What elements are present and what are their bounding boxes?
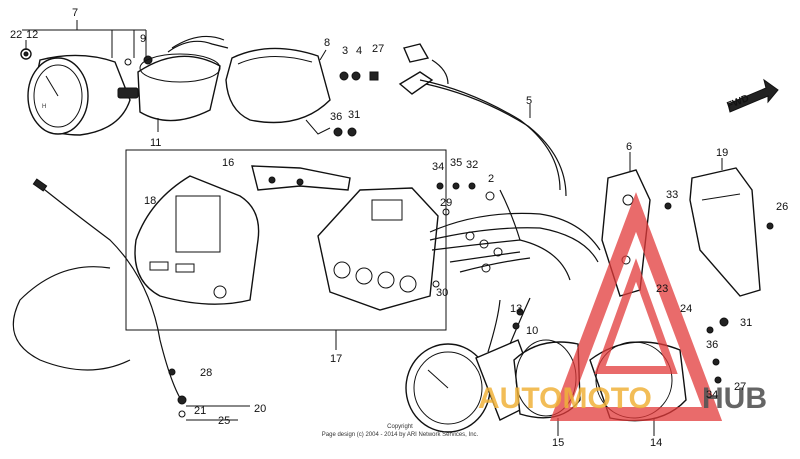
watermark-triangle	[549, 192, 723, 421]
label-30: 30	[436, 287, 448, 299]
wire-harness-5	[398, 43, 567, 197]
label-33: 33	[666, 189, 678, 201]
label-31b: 31	[740, 317, 752, 329]
label-12: 12	[26, 29, 38, 41]
meter-case-8	[225, 47, 379, 137]
label-25: 25	[218, 415, 230, 427]
part-labels: 7 22 12 9 11 8 3 4 27 36 31 5 6 19 16 34…	[10, 7, 788, 449]
small-hardware	[432, 182, 495, 288]
copyright-notice: Copyright Page design (c) 2004 - 2014 by…	[322, 424, 479, 438]
label-20: 20	[254, 403, 266, 415]
watermark-text-right: HUB	[702, 382, 767, 415]
label-9: 9	[140, 33, 146, 45]
label-4: 4	[356, 45, 362, 57]
label-22: 22	[10, 29, 22, 41]
label-15: 15	[552, 437, 564, 449]
label-13: 13	[510, 303, 522, 315]
label-14: 14	[650, 437, 662, 449]
label-16: 16	[222, 157, 234, 169]
label-31a: 31	[348, 109, 360, 121]
speedometer-assembly: H	[20, 48, 153, 136]
copyright-line-1: Copyright	[387, 424, 413, 430]
label-27b: 27	[734, 381, 746, 393]
speedometer-cable	[12, 178, 187, 418]
label-7: 7	[72, 7, 78, 19]
label-23: 23	[656, 283, 668, 295]
label-3: 3	[342, 45, 348, 57]
watermark-logo: AUTOMOTO HUB	[478, 192, 767, 421]
panel-box-17	[125, 149, 447, 331]
label-28: 28	[200, 367, 212, 379]
label-18: 18	[144, 195, 156, 207]
wire-bundle	[429, 189, 601, 281]
label-11: 11	[150, 137, 161, 149]
label-24: 24	[680, 303, 692, 315]
label-35: 35	[450, 157, 462, 169]
label-32: 32	[466, 159, 478, 171]
meter-cup-11	[137, 35, 229, 122]
cover-19	[664, 167, 774, 297]
label-17: 17	[330, 353, 342, 365]
label-21: 21	[194, 405, 206, 417]
label-27a: 27	[372, 43, 384, 55]
label-29: 29	[440, 197, 452, 209]
label-6: 6	[626, 141, 632, 153]
label-36b: 36	[706, 339, 718, 351]
label-2: 2	[488, 173, 494, 185]
watermark-text-left: AUTOMOTO	[478, 382, 652, 415]
svg-text:H: H	[42, 104, 46, 110]
label-26: 26	[776, 201, 788, 213]
label-8: 8	[324, 37, 330, 49]
label-34a: 34	[432, 161, 444, 173]
label-34b: 34	[706, 389, 718, 401]
leader-lines	[22, 20, 723, 436]
label-10: 10	[526, 325, 538, 337]
copyright-line-2: Page design (c) 2004 - 2014 by ARI Netwo…	[322, 432, 479, 438]
label-19: 19	[716, 147, 728, 159]
label-5: 5	[526, 95, 532, 107]
forward-arrow: FWD	[726, 78, 779, 113]
label-36a: 36	[330, 111, 342, 123]
